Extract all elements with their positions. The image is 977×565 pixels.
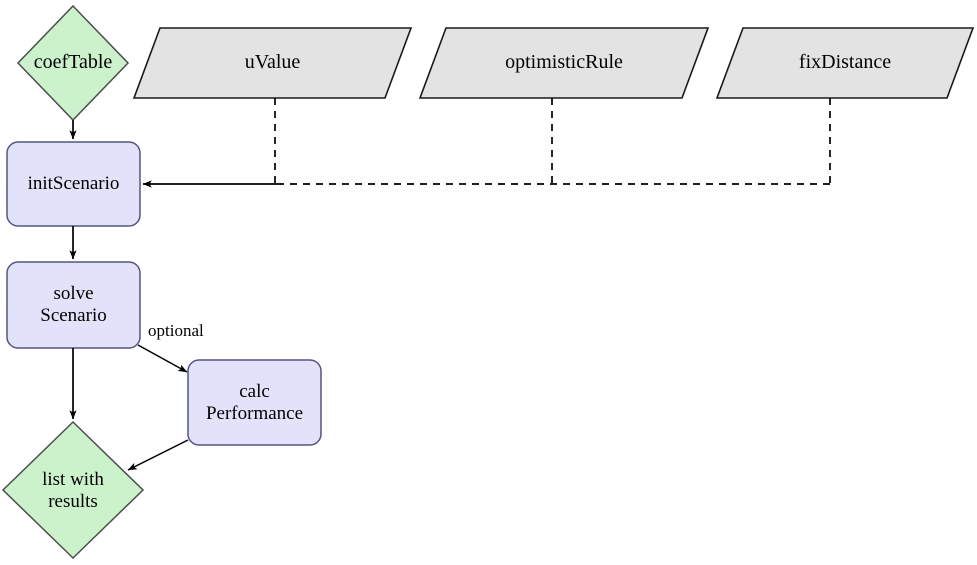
- option-node-fixdistance[interactable]: [717, 28, 973, 98]
- option-node-optimisticrule-shape[interactable]: [418, 27, 710, 99]
- process-node-calcperformance[interactable]: [188, 360, 321, 445]
- process-node-calcperformance-shape[interactable]: [187, 359, 322, 446]
- process-node-solvescenario[interactable]: [7, 262, 140, 348]
- data-node-coeftable[interactable]: [18, 6, 128, 120]
- edge-options-to-initscenario: [142, 98, 831, 188]
- option-node-fixdistance-shape[interactable]: [715, 27, 975, 99]
- option-node-uvalue[interactable]: [134, 28, 411, 98]
- option-node-uvalue-shape[interactable]: [132, 27, 413, 99]
- edge-solvescenario-to-calcperformance: [137, 344, 188, 373]
- edge-calcperformance-to-listwithresults: [127, 439, 189, 471]
- process-node-initscenario[interactable]: [7, 142, 140, 226]
- data-node-listwithresults-shape[interactable]: [1, 420, 145, 560]
- option-node-optimisticrule[interactable]: [420, 28, 708, 98]
- edge-label-optional: optional: [148, 321, 204, 340]
- data-node-listwithresults[interactable]: [3, 422, 143, 558]
